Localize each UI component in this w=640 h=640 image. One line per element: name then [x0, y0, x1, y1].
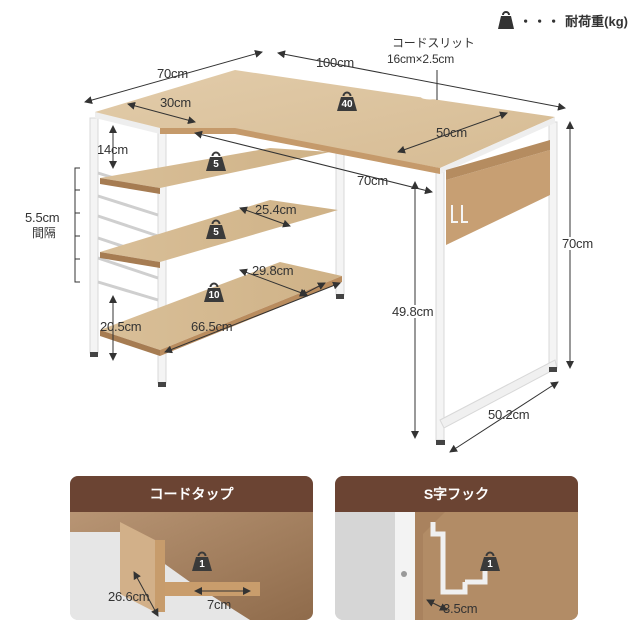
legend-dots: ・・・ — [519, 13, 562, 29]
weight-icon — [480, 551, 500, 571]
cord-tap-dimension-lines — [133, 571, 251, 617]
cord-tap-photo: 1 26.6cm 7cm — [70, 512, 313, 620]
weight-icon — [337, 91, 357, 111]
dim-s-hook-width: 3.5cm — [443, 601, 478, 616]
legend-label: 耐荷重(kg) — [565, 13, 628, 29]
dim-top-left-depth: 70cm — [157, 66, 188, 81]
dim-adjust-interval: 5.5cm — [25, 210, 60, 225]
load-value: 5 — [213, 227, 219, 238]
load-badge-cord-tap: 1 — [191, 550, 213, 572]
dim-shelf-top-gap: 14cm — [97, 142, 128, 157]
dim-bottom-gap: 20.5cm — [100, 319, 142, 334]
dim-under-height: 49.8cm — [392, 304, 434, 319]
dim-inner-depth: 30cm — [160, 95, 191, 110]
card-cord-tap: コードタップ 1 — [70, 476, 313, 620]
card-title: コードタップ — [70, 476, 313, 512]
dim-shelf-width: 66.5cm — [191, 319, 233, 334]
weight-icon — [206, 151, 226, 171]
dim-shelf-mid-depth: 25.4cm — [255, 202, 297, 217]
s-hook-dimension-lines — [426, 599, 448, 611]
dim-total-height: 70cm — [562, 236, 593, 251]
weight-icon — [204, 282, 224, 302]
cord-slit-size: 16cm×2.5cm — [387, 52, 455, 66]
card-title: S字フック — [335, 476, 578, 512]
cord-slit-title: コードスリット — [392, 36, 475, 50]
load-value: 1 — [199, 559, 205, 570]
load-badge-shelf-bottom: 10 — [203, 281, 225, 303]
weight-icon — [192, 551, 212, 571]
dim-top-width: 100cm — [316, 55, 355, 70]
desk-illustration — [74, 50, 574, 453]
load-value: 1 — [487, 559, 493, 570]
s-hook-photo: 1 3.5cm — [335, 512, 578, 620]
cord-tap-box — [446, 140, 550, 245]
cord-tap-illustration — [70, 512, 313, 620]
load-legend: ・・・ 耐荷重(kg) — [497, 10, 628, 30]
weight-icon — [206, 219, 226, 239]
load-badge-top: 40 — [336, 90, 358, 112]
load-badge-shelf-upper: 5 — [205, 150, 227, 172]
dim-cord-tap-width: 7cm — [207, 597, 231, 612]
load-badge-s-hook: 1 — [479, 550, 501, 572]
dim-leg-depth: 50.2cm — [488, 407, 530, 422]
load-value: 5 — [213, 159, 219, 170]
weight-icon — [498, 11, 515, 29]
dim-adjust-interval-label: 間隔 — [32, 226, 56, 240]
dim-shelf-low-depth: 29.8cm — [252, 263, 294, 278]
dim-right-depth: 50cm — [436, 125, 467, 140]
load-value: 10 — [208, 290, 220, 301]
card-s-hook: S字フック 1 — [335, 476, 578, 620]
s-hook-illustration — [335, 512, 578, 620]
dim-cord-tap-height: 26.6cm — [108, 589, 150, 604]
dim-inner-length: 70cm — [357, 173, 388, 188]
load-value: 40 — [341, 99, 353, 110]
load-badge-shelf-middle: 5 — [205, 218, 227, 240]
